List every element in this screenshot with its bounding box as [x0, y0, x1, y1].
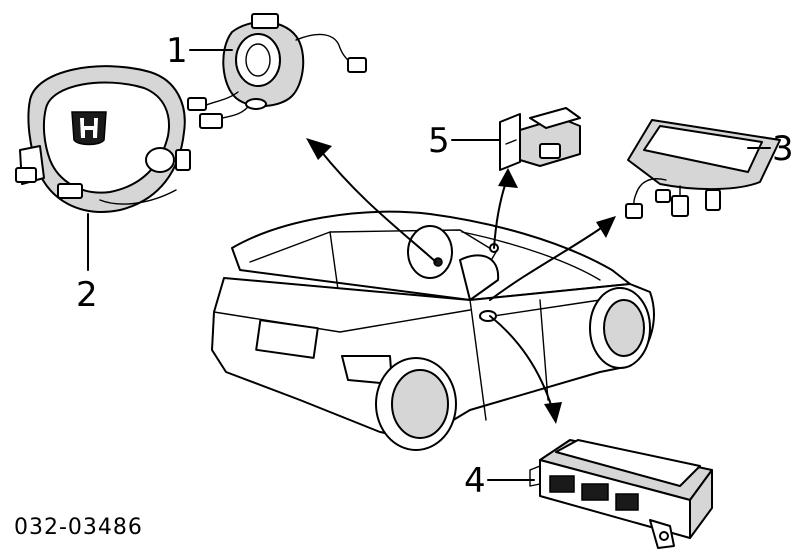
passenger-airbag-module-part [625, 119, 781, 219]
location-arrows [306, 138, 616, 424]
callout-5: 5 [428, 121, 450, 161]
callout-3: 3 [772, 129, 794, 169]
driver-airbag-module-part [15, 65, 191, 213]
arrow-head-icon [544, 402, 562, 424]
srs-control-unit-part [529, 439, 713, 549]
callout-1: 1 [166, 31, 188, 71]
honda-emblem-icon [71, 111, 107, 146]
callout-2: 2 [76, 275, 98, 315]
diagram-part-number: 032-03486 [14, 515, 143, 540]
vehicle-outline [211, 210, 655, 451]
sensor-bracket-part [499, 107, 581, 171]
arrow-head-icon [596, 216, 616, 238]
arrow-head-icon [498, 168, 518, 188]
arrow-head-icon [306, 138, 332, 160]
callout-4: 4 [464, 461, 486, 501]
clock-spring-part [187, 13, 367, 129]
